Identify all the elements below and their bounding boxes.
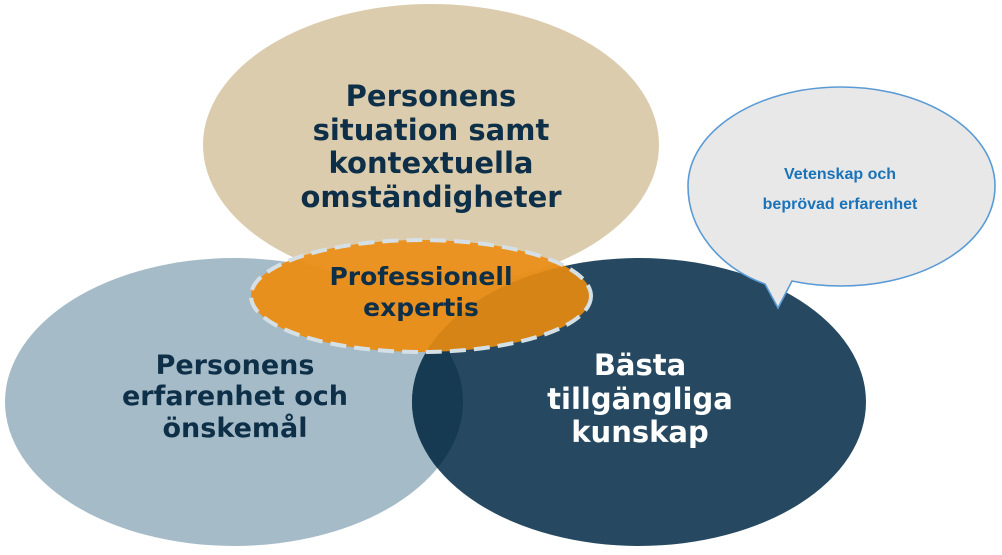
dashed-border — [249, 238, 593, 354]
label-line: Personens — [155, 350, 315, 381]
label-person-experience: Personens erfarenhet och önskemål — [80, 350, 390, 444]
label-line: expertis — [363, 292, 479, 322]
label-line: Professionell — [329, 262, 513, 291]
label-line: tillgängliga — [547, 381, 733, 416]
label-line: Personens — [345, 79, 517, 113]
label-line: kunskap — [571, 415, 709, 450]
label-line: Vetenskap och — [783, 166, 897, 183]
circle-person-situation — [203, 4, 659, 286]
label-line: Bästa — [593, 348, 687, 382]
label-line: situation samt — [312, 112, 550, 147]
label-line: kontextuella — [328, 146, 534, 181]
label-callout: Vetenskap och beprövad erfarenhet — [720, 160, 960, 221]
label-person-situation: Personens situation samt kontextuella om… — [261, 79, 601, 215]
overlap-orange-right — [412, 258, 591, 352]
label-professional-expertise: Professionell expertis — [280, 262, 562, 323]
label-best-knowledge: Bästa tillgängliga kunskap — [490, 348, 790, 450]
callout-bubble — [687, 86, 996, 310]
label-line: önskemål — [162, 412, 308, 444]
label-line: erfarenhet och — [121, 381, 349, 413]
label-line: beprövad erfarenhet — [762, 196, 918, 214]
label-line: omständigheter — [300, 179, 562, 214]
